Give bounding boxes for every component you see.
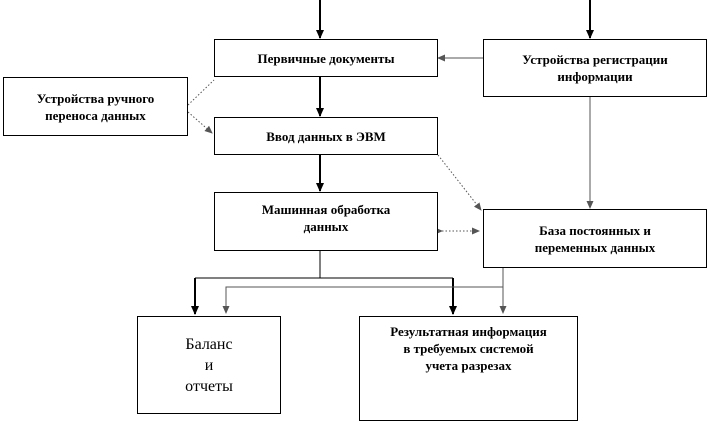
box-machine-processing-label: Машинная обработка данных xyxy=(261,202,391,234)
box-registration-devices: Устройства регистрации информации xyxy=(483,39,707,97)
box-manual-transfer-devices: Устройства ручного переноса данных xyxy=(3,77,188,136)
box-data-input: Ввод данных в ЭВМ xyxy=(214,117,438,155)
dotted-manual-to-primary xyxy=(187,79,215,106)
box-registration-devices-label: Устройства регистрации информации xyxy=(522,52,668,84)
dotted-manual-to-input xyxy=(187,111,213,134)
arrow-database-to-outputs-line xyxy=(225,268,504,312)
box-balance-reports-label: Баланс и отчеты xyxy=(185,335,233,395)
box-database-label: База постоянных и переменных данных xyxy=(534,222,656,255)
box-primary-documents-label: Первичные документы xyxy=(257,50,395,66)
box-result-information: Результатная информация в требуемых сист… xyxy=(359,316,578,421)
box-balance-reports: Баланс и отчеты xyxy=(137,316,281,414)
box-database: База постоянных и переменных данных xyxy=(483,209,707,268)
dotted-input-to-database xyxy=(437,154,482,211)
box-primary-documents: Первичные документы xyxy=(214,39,438,77)
box-result-information-label: Результатная информация в требуемых сист… xyxy=(390,324,547,373)
box-machine-processing: Машинная обработка данных xyxy=(214,192,438,251)
box-manual-transfer-devices-label: Устройства ручного переноса данных xyxy=(36,90,155,123)
box-data-input-label: Ввод данных в ЭВМ xyxy=(266,128,386,144)
